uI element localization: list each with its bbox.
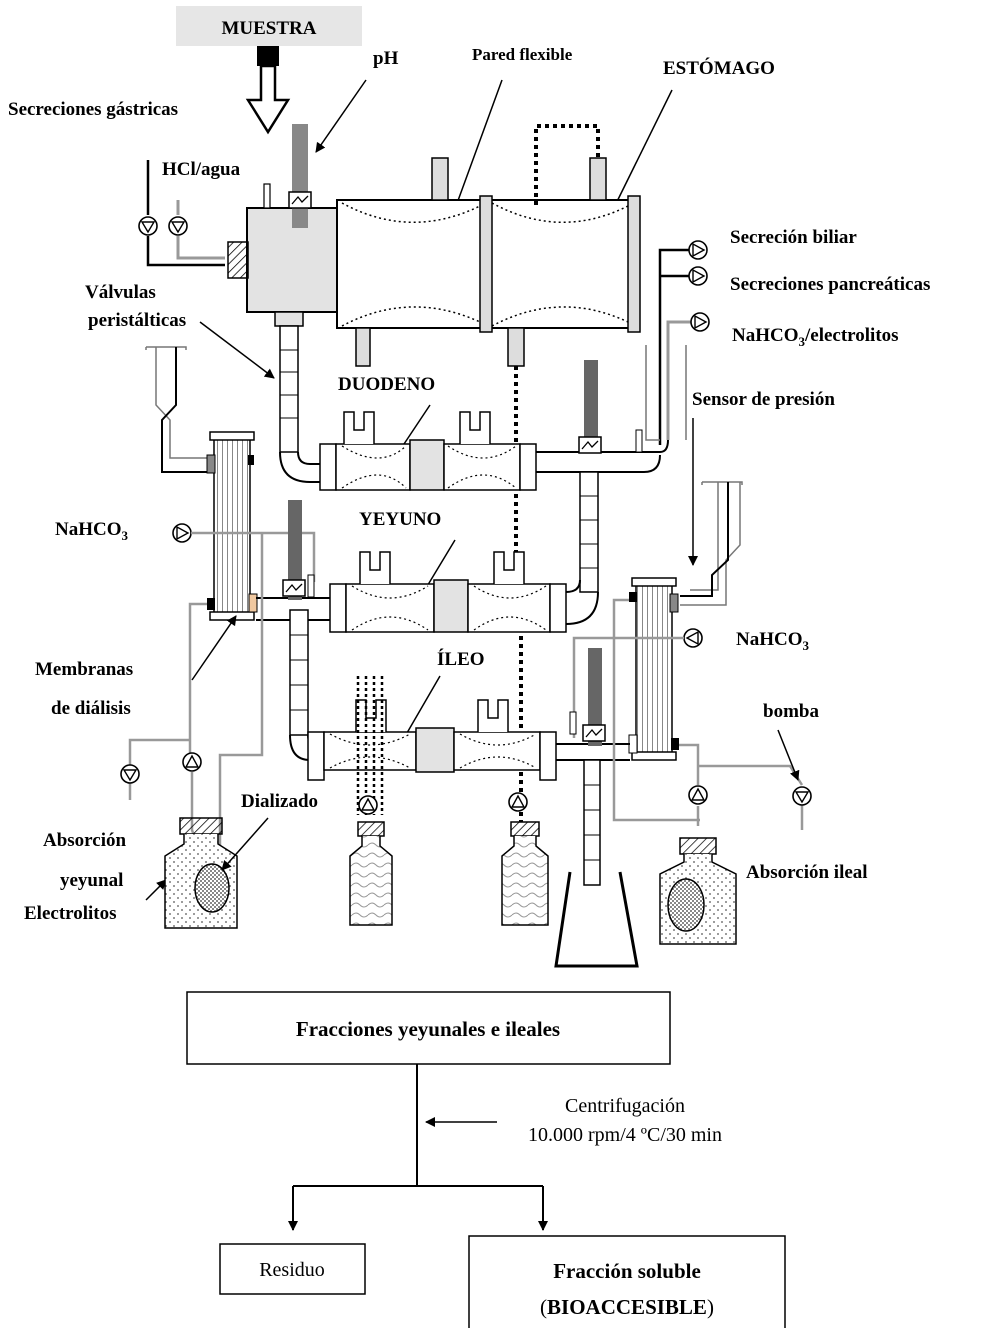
stomach-label: ESTÓMAGO xyxy=(663,57,775,79)
ileal-dialysis-membrane xyxy=(628,577,679,761)
nahco3-right-label: NaHCO3 xyxy=(736,629,810,653)
ileal-absorption-lines xyxy=(612,598,804,830)
nahco3-electrolytes-label: NaHCO3/electrolitos xyxy=(732,325,899,349)
sample-input-arrow xyxy=(245,46,291,135)
nahco3-right-pump-icon xyxy=(683,628,703,648)
bile-pump-icon xyxy=(688,240,708,260)
pump-label: bomba xyxy=(763,701,819,722)
fractions-label: Fracciones yeyunales e ileales xyxy=(296,1017,560,1041)
ileal-outflow xyxy=(554,759,639,968)
gastric-inlet-lines xyxy=(146,160,225,267)
gastric-pump-2-icon xyxy=(168,216,188,236)
ph-probe xyxy=(292,124,308,228)
centrifugation-label: Centrifugación xyxy=(565,1095,685,1117)
ph-label: pH xyxy=(373,48,399,69)
jejunal-absorption-pump-icon xyxy=(120,764,140,784)
ileum-label: ÍLEO xyxy=(437,648,485,670)
valve-tube-right xyxy=(579,471,599,593)
jejunum-unit xyxy=(256,500,599,633)
duodenum-pressure-probe xyxy=(584,360,598,452)
soluble-fraction-label: Fracción soluble xyxy=(553,1259,701,1283)
ph-gauge-icon xyxy=(288,191,312,209)
dialysate-label: Dializado xyxy=(241,791,318,812)
ileal-sample-bottle-2 xyxy=(501,792,549,926)
duodenum-gauge-icon xyxy=(578,436,602,454)
valves-leader xyxy=(199,321,275,379)
pancreatic-pump-icon xyxy=(688,266,708,286)
ileal-collection-bottle xyxy=(659,837,737,945)
jejunal-collection-bottle xyxy=(164,817,238,929)
stomach-unit xyxy=(227,124,641,367)
ileal-sample-pump-1-icon xyxy=(358,795,378,815)
flexible-wall-label: Pared flexible xyxy=(472,45,573,64)
jejunal-dialysis-membrane xyxy=(206,431,258,621)
jejunal-absorption-label-1: Absorción xyxy=(43,830,126,851)
ileum-gauge-icon xyxy=(582,724,606,742)
pressure-sensor-label: Sensor de presión xyxy=(692,389,835,410)
ileal-sample-pump-2-icon xyxy=(508,792,528,812)
ileum-unit xyxy=(289,648,630,781)
jejunum-gauge-icon xyxy=(282,579,306,597)
pump-leader xyxy=(777,729,800,781)
residue-label: Residuo xyxy=(259,1259,325,1281)
residue-box xyxy=(219,1243,366,1295)
jejunum-pressure-probe xyxy=(288,500,302,600)
membranes-label-2: de diálisis xyxy=(51,698,131,719)
jejunum-label: YEYUNO xyxy=(359,509,441,530)
ph-leader xyxy=(315,79,367,153)
ileal-absorption-label: Absorción ileal xyxy=(746,862,868,883)
sample-box xyxy=(176,6,362,46)
ileum-pressure-probe xyxy=(588,648,602,746)
centrifugation-params: 10.000 rpm/4 ºC/30 min xyxy=(528,1124,722,1146)
hcl-water-label: HCl/agua xyxy=(162,159,241,180)
dialysate-bag xyxy=(194,863,230,913)
membranes-label-1: Membranas xyxy=(35,659,133,680)
sample-label: MUESTRA xyxy=(221,18,316,39)
gastric-secretions-label: Secreciones gástricas xyxy=(8,99,178,120)
fractions-box xyxy=(186,991,671,1065)
nahco3-left-pump-icon xyxy=(172,523,192,543)
secretion-lines xyxy=(658,248,692,445)
duodenum-unit xyxy=(279,345,687,491)
ileal-dialysate-pump-icon xyxy=(688,785,708,805)
ileal-absorption-pump-icon xyxy=(792,786,812,806)
bile-secretion-label: Secreción biliar xyxy=(730,227,857,248)
duodenum-label: DUODENO xyxy=(338,374,435,395)
ileal-sample-bottle-1 xyxy=(349,676,393,926)
dialysate-pump-icon xyxy=(182,752,202,772)
valves-label-2: peristálticas xyxy=(88,310,186,331)
gastric-pump-1-icon xyxy=(138,216,158,236)
valve-tube-middle xyxy=(289,609,309,736)
gastric-inlet-port xyxy=(227,241,249,279)
nahco3-pump-icon xyxy=(690,312,710,332)
nahco3-left-label: NaHCO3 xyxy=(55,519,129,543)
jejunal-absorption-label-2: yeyunal xyxy=(60,870,123,891)
membranes-leader xyxy=(191,615,237,681)
bioaccessible-label: (BIOACCESIBLE) xyxy=(540,1295,714,1319)
electrolytes-label: Electrolitos xyxy=(24,903,117,924)
valves-label-1: Válvulas xyxy=(85,282,156,303)
valve-tube-left xyxy=(279,325,299,453)
pancreatic-secretions-label: Secreciones pancreáticas xyxy=(730,274,930,295)
